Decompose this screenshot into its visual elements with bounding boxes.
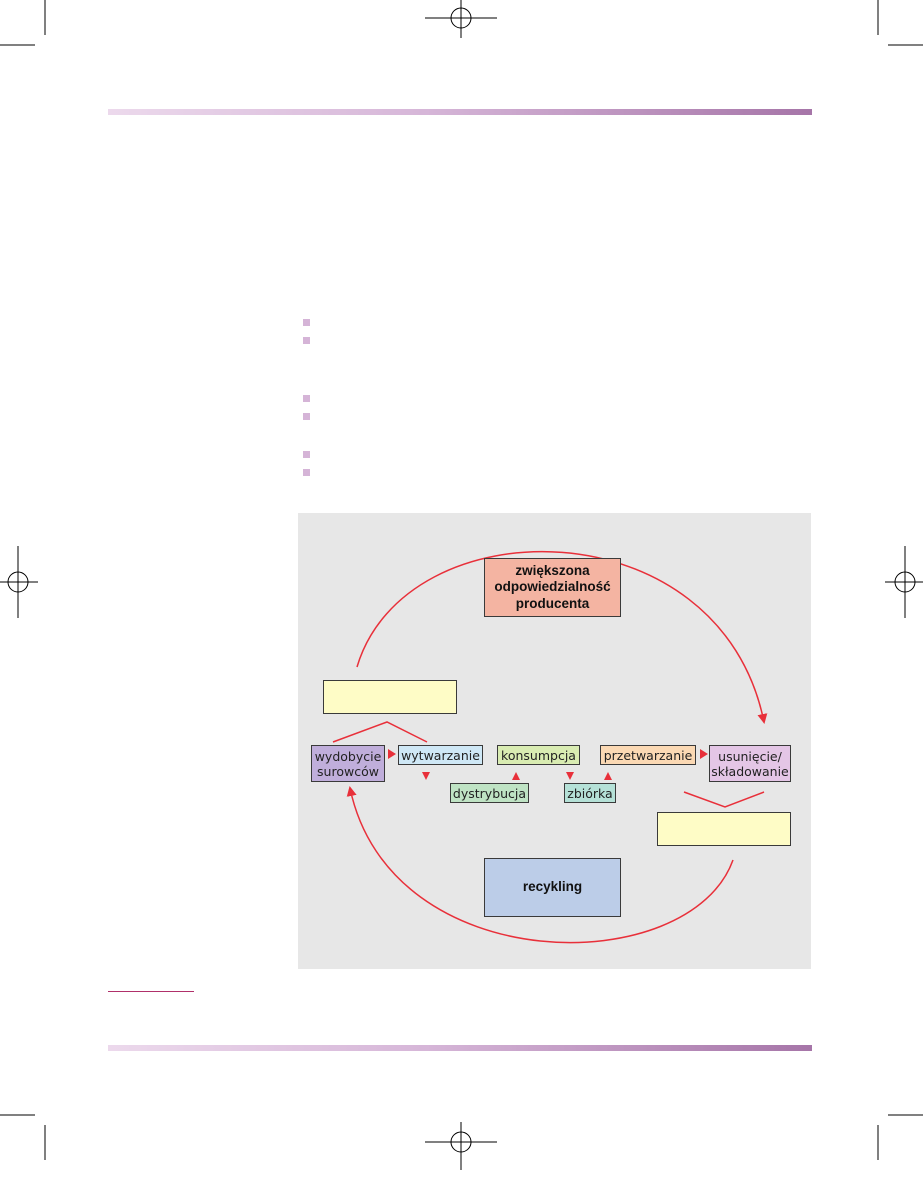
arrow-right-icon xyxy=(388,749,396,759)
arrow-up-icon xyxy=(512,772,520,780)
stage-collection: zbiórka xyxy=(564,783,616,803)
arrow-down-icon xyxy=(566,772,574,780)
list-bullet xyxy=(303,319,310,326)
list-bullet xyxy=(303,469,310,476)
box-recycling: recykling xyxy=(484,858,621,917)
list-bullet xyxy=(303,413,310,420)
bottom-arc xyxy=(346,786,734,944)
stage-processing: przetwarzanie xyxy=(600,745,696,765)
note-box-right xyxy=(657,812,791,846)
note-box-left xyxy=(323,680,457,714)
stage-distribution: dystrybucja xyxy=(450,783,529,803)
footer-rule xyxy=(108,1045,812,1051)
arrow-up-icon xyxy=(604,772,612,780)
stage-raw-material-extraction: wydobycie surowców xyxy=(311,745,385,782)
list-bullet xyxy=(303,337,310,344)
header-rule xyxy=(108,109,812,115)
arrow-down-icon xyxy=(422,772,430,780)
arrow-right-icon xyxy=(700,749,708,759)
footnote-rule xyxy=(108,991,194,992)
top-arc xyxy=(356,551,768,724)
bracket-left xyxy=(332,721,428,743)
box-increased-producer-responsibility: zwiększona odpowiedzialność producenta xyxy=(484,558,621,617)
list-bullet xyxy=(303,451,310,458)
list-bullet xyxy=(303,395,310,402)
stage-disposal: usunięcie/ składowanie xyxy=(709,745,791,782)
stage-consumption: konsumpcja xyxy=(497,745,580,765)
stage-manufacturing: wytwarzanie xyxy=(398,745,483,765)
bracket-right xyxy=(683,791,765,808)
